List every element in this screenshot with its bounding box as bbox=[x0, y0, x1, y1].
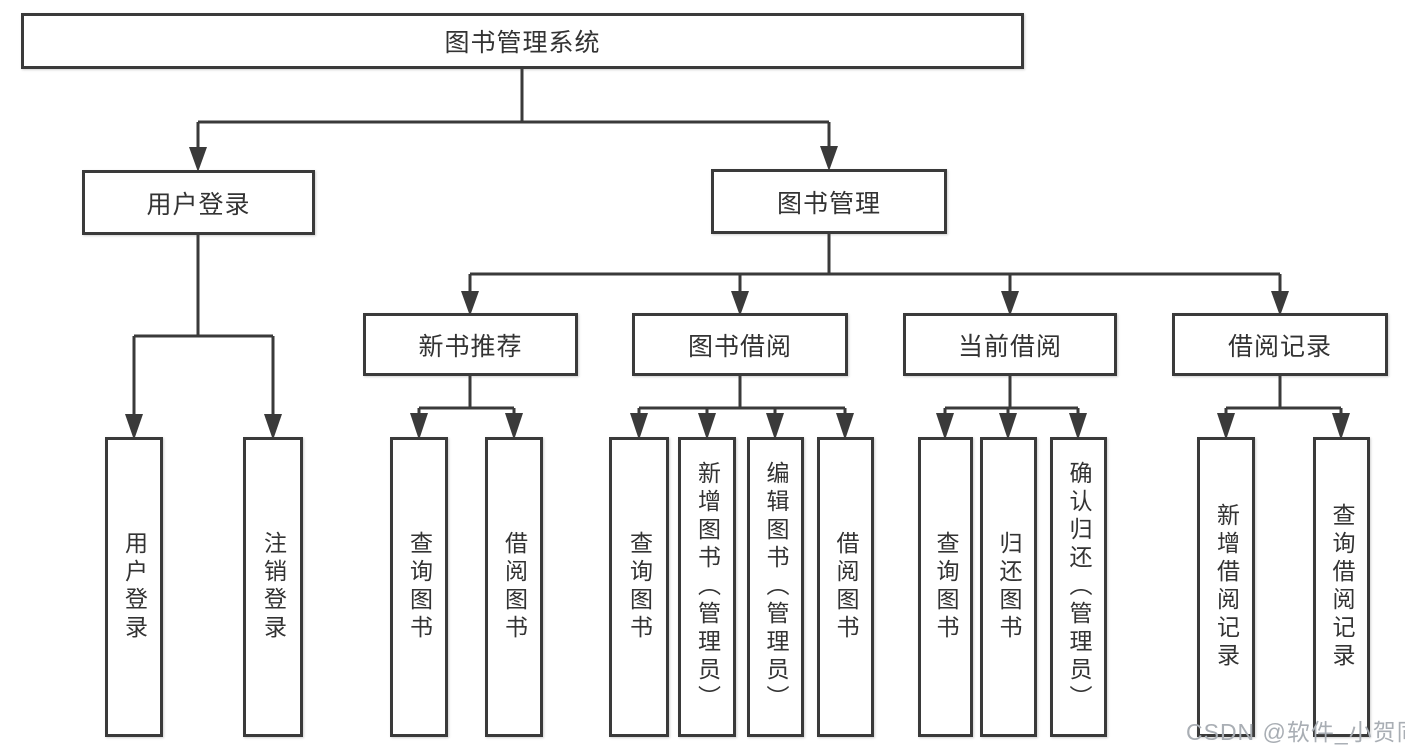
leaf-add-borrow-record: 新增借阅记录 bbox=[1197, 437, 1255, 737]
csdn-watermark: CSDN @软件_小贺同学 bbox=[1186, 719, 1405, 745]
node-label: 查询借阅记录 bbox=[1329, 503, 1355, 671]
node-label: 用户登录 bbox=[121, 531, 148, 643]
connector-new-book-rec-children bbox=[410, 375, 523, 440]
node-label: 用户登录 bbox=[146, 190, 251, 219]
leaf-add-books-admin: 新增图书（管理员） bbox=[678, 437, 736, 737]
connector-book-mgmt-children bbox=[461, 232, 1289, 316]
node-label: 图书借阅 bbox=[687, 332, 792, 361]
node-label: 注销登录 bbox=[260, 531, 287, 643]
node-current-borrowing: 当前借阅 bbox=[903, 313, 1117, 376]
leaf-confirm-return-admin: 确认归还（管理员） bbox=[1050, 437, 1107, 737]
leaf-edit-books-admin: 编辑图书（管理员） bbox=[747, 437, 804, 737]
node-book-management-system: 图书管理系统 bbox=[21, 13, 1024, 69]
node-label: 新书推荐 bbox=[418, 332, 523, 361]
node-label: 借阅图书 bbox=[833, 531, 859, 643]
node-label: 归还图书 bbox=[996, 531, 1022, 643]
leaf-return-books: 归还图书 bbox=[980, 437, 1037, 737]
leaf-borrow-books: 借阅图书 bbox=[485, 437, 543, 737]
node-label: 图书管理系统 bbox=[444, 29, 601, 57]
leaf-query-borrow-record: 查询借阅记录 bbox=[1313, 437, 1370, 737]
node-label: 当前借阅 bbox=[957, 332, 1062, 361]
node-user-login: 用户登录 bbox=[82, 170, 315, 235]
node-new-book-recommend: 新书推荐 bbox=[363, 313, 578, 376]
leaf-query-books: 查询图书 bbox=[918, 437, 973, 737]
connector-root-to-level2 bbox=[189, 69, 838, 172]
connector-current-borrow-children bbox=[936, 375, 1087, 440]
node-label: 查询图书 bbox=[626, 531, 653, 643]
node-label: 查询图书 bbox=[406, 531, 433, 643]
node-label: 图书管理 bbox=[776, 189, 881, 218]
leaf-borrow-books: 借阅图书 bbox=[817, 437, 874, 737]
node-borrowing-records: 借阅记录 bbox=[1172, 313, 1388, 376]
node-label: 编辑图书（管理员） bbox=[763, 461, 789, 713]
node-label: 新增图书（管理员） bbox=[694, 461, 721, 713]
connector-user-login-children bbox=[125, 234, 282, 440]
node-book-management: 图书管理 bbox=[711, 169, 947, 234]
node-label: 借阅记录 bbox=[1227, 332, 1332, 361]
node-book-borrowing: 图书借阅 bbox=[632, 313, 848, 376]
connector-borrow-records-children bbox=[1217, 375, 1350, 440]
node-label: 查询图书 bbox=[933, 531, 959, 643]
connector-book-borrow-children bbox=[630, 375, 854, 440]
node-label: 借阅图书 bbox=[501, 531, 528, 643]
node-label: 新增借阅记录 bbox=[1213, 503, 1240, 671]
leaf-user-login: 用户登录 bbox=[105, 437, 163, 737]
node-label: 确认归还（管理员） bbox=[1066, 461, 1092, 713]
leaf-query-books: 查询图书 bbox=[390, 437, 448, 737]
leaf-query-books: 查询图书 bbox=[609, 437, 669, 737]
leaf-logout: 注销登录 bbox=[243, 437, 303, 737]
